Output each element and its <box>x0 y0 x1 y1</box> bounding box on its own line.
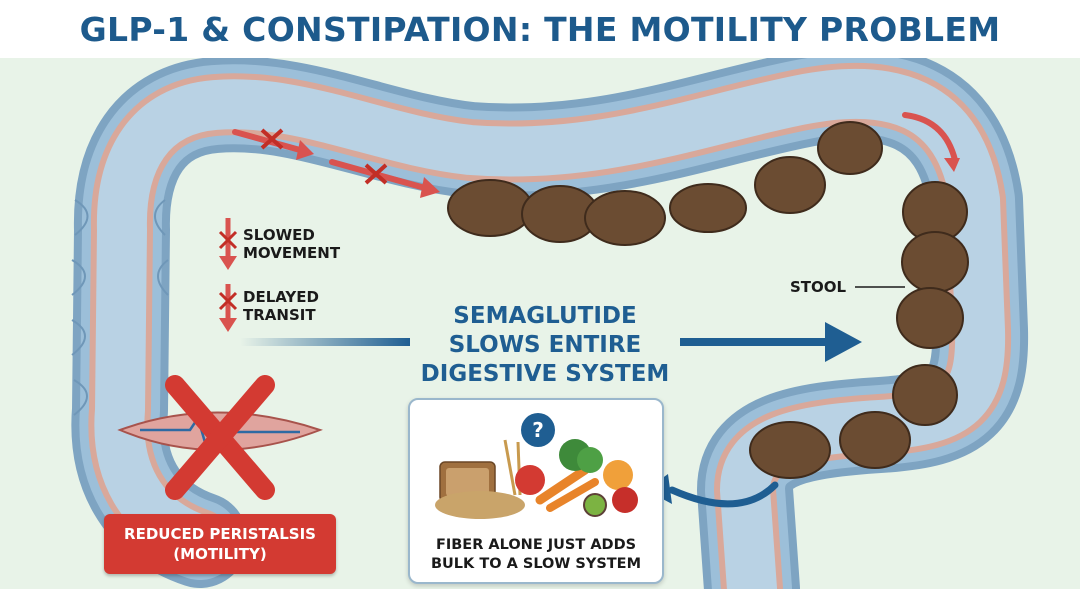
slowed-movement-label: SLOWED MOVEMENT <box>243 226 340 262</box>
delayed-transit-label: DELAYED TRANSIT <box>243 288 319 324</box>
delayed-transit-icon <box>219 284 237 332</box>
svg-text:?: ? <box>532 418 544 442</box>
fiber-foods-illustration: ? <box>410 400 662 530</box>
fiber-card: ? FIBER ALONE JUST ADDS BULK TO A SLOW S… <box>408 398 664 584</box>
slowed-movement-icon <box>219 218 237 270</box>
reduced-peristalsis-box: REDUCED PERISTALSIS (MOTILITY) <box>104 514 336 574</box>
fiber-caption: FIBER ALONE JUST ADDS BULK TO A SLOW SYS… <box>410 536 662 574</box>
stool-label: STOOL <box>790 278 846 296</box>
page-title: GLP-1 & CONSTIPATION: THE MOTILITY PROBL… <box>80 10 1001 49</box>
semaglutide-message: SEMAGLUTIDE SLOWS ENTIRE DIGESTIVE SYSTE… <box>410 302 680 389</box>
title-bar: GLP-1 & CONSTIPATION: THE MOTILITY PROBL… <box>0 0 1080 58</box>
